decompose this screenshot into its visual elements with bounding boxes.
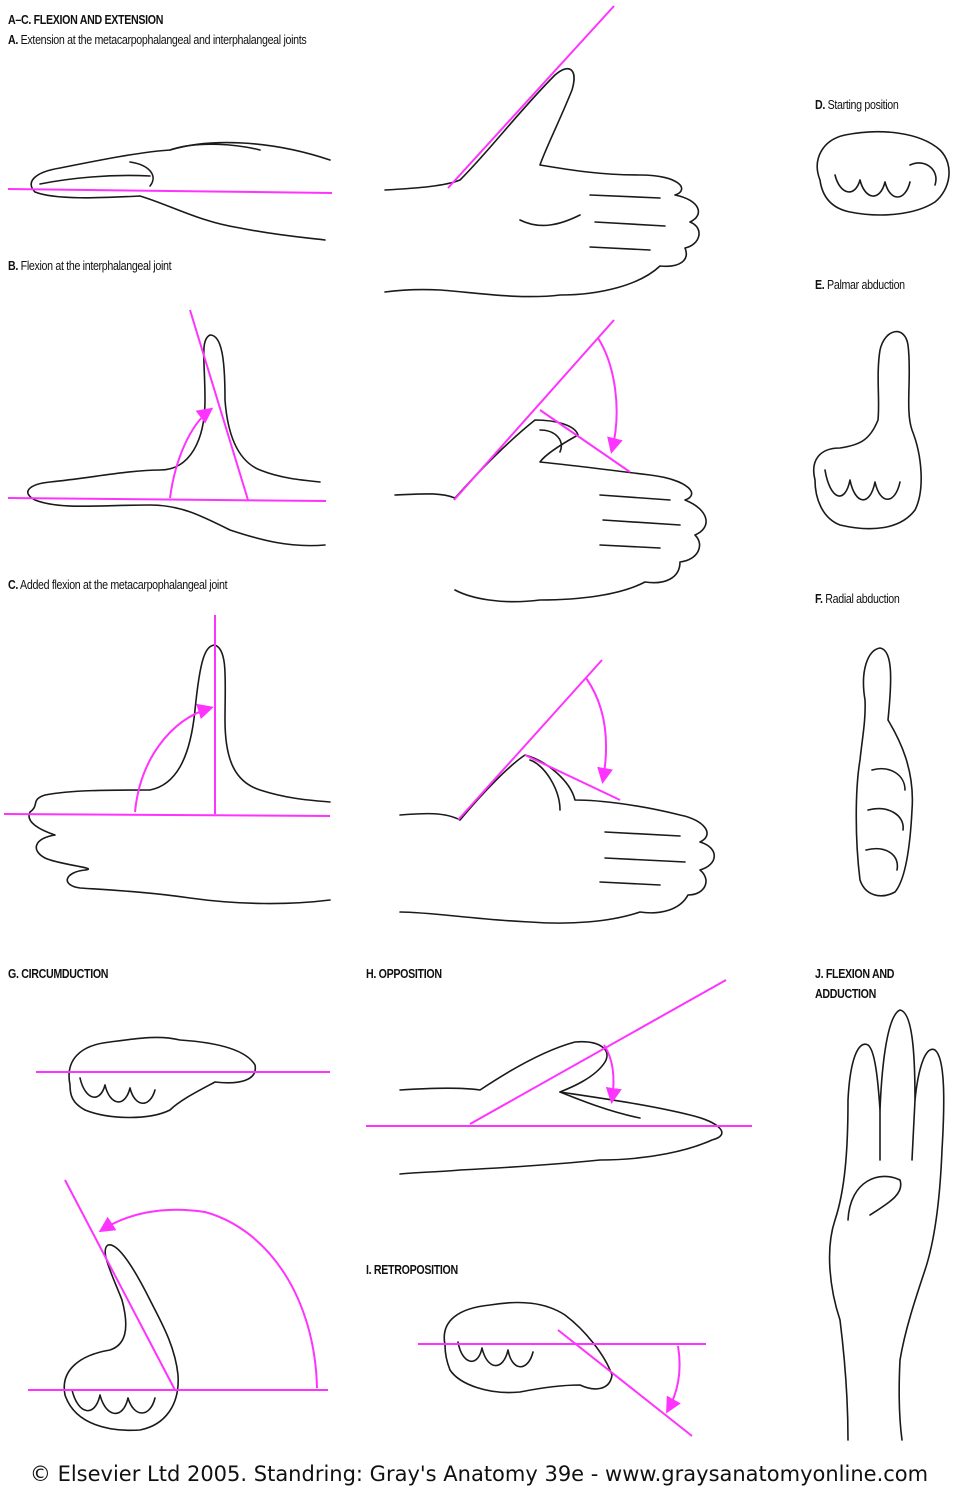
panel-g-circumduction-arc — [98, 1208, 318, 1389]
label-b-letter: B. — [8, 258, 19, 273]
panel-i-retroposition-arrow — [666, 1345, 681, 1414]
panel-h-thumb-axis — [469, 979, 727, 1125]
label-h-heading: H. OPPOSITION — [366, 966, 442, 981]
label-i-heading: I. RETROPOSITION — [366, 1262, 458, 1277]
panel-c-arc-arrow — [585, 677, 613, 784]
panel-b-thumb-axis-2 — [539, 409, 631, 473]
label-a-text: Extension at the metacarpophalangeal and… — [20, 32, 307, 47]
label-f-text: Radial abduction — [825, 591, 900, 606]
copyright-footer: © Elsevier Ltd 2005. Standring: Gray's A… — [29, 1462, 929, 1486]
panel-b-flexion-arrow — [169, 407, 214, 499]
label-d-text: Starting position — [827, 97, 899, 112]
panel-c-thumb-axis-2 — [524, 754, 621, 801]
label-c: C. Added flexion at the metacarpophalang… — [8, 577, 228, 592]
label-j-heading-line1: J. FLEXION AND — [815, 966, 895, 981]
label-c-letter: C. — [8, 577, 19, 592]
panel-j-hand — [828, 1009, 945, 1441]
panel-c-flexion-arrow — [134, 703, 214, 813]
label-f: F. Radial abduction — [815, 591, 900, 606]
label-e-letter: E. — [815, 277, 825, 292]
label-d-letter: D. — [815, 97, 826, 112]
panel-g-fist-hand — [36, 1036, 330, 1119]
panel-h-opposition-arrow — [603, 1044, 622, 1104]
label-e: E. Palmar abduction — [815, 277, 905, 292]
label-j-heading-line2: ADDUCTION — [815, 986, 877, 1001]
panel-a-side-hand — [7, 141, 333, 241]
panel-b-palm-hand — [394, 319, 707, 603]
panel-g-fist-hand-2 — [28, 1179, 328, 1432]
panel-a-palm-hand — [384, 5, 700, 298]
panel-b-reference-axis — [453, 319, 615, 501]
label-b-text: Flexion at the interphalangeal joint — [20, 258, 172, 273]
panel-b-side-hand — [7, 309, 327, 547]
label-f-letter: F. — [815, 591, 823, 606]
panel-a-axis-line — [7, 188, 333, 194]
panel-a-thumb-axis — [447, 5, 615, 189]
panel-e-hand — [813, 330, 922, 530]
panel-c-reference-axis — [457, 659, 603, 821]
panel-b-arc-arrow — [597, 337, 623, 454]
panel-c-side-hand — [3, 615, 331, 905]
label-g-heading: G. CIRCUMDUCTION — [8, 966, 109, 981]
panel-c-palm-hand — [399, 659, 716, 924]
label-a-letter: A. — [8, 32, 19, 47]
panel-f-hand — [855, 647, 914, 897]
panel-c-axis-line — [3, 813, 331, 817]
main-heading: A–C. FLEXION AND EXTENSION — [8, 12, 164, 27]
panel-i-fist-hand — [418, 1301, 706, 1437]
label-c-text: Added flexion at the metacarpophalangeal… — [20, 577, 228, 592]
panel-b-thumb-axis — [189, 309, 249, 501]
panel-b-axis-line — [7, 497, 327, 502]
label-d: D. Starting position — [815, 97, 899, 112]
panel-d-fist-hand — [816, 130, 950, 216]
panel-g-thumb-axis — [64, 1179, 176, 1391]
label-e-text: Palmar abduction — [827, 277, 905, 292]
label-b: B. Flexion at the interphalangeal joint — [8, 258, 172, 273]
panel-h-hand — [366, 979, 752, 1175]
panel-i-thumb-axis — [557, 1329, 693, 1437]
label-a: A. Extension at the metacarpophalangeal … — [8, 32, 307, 47]
